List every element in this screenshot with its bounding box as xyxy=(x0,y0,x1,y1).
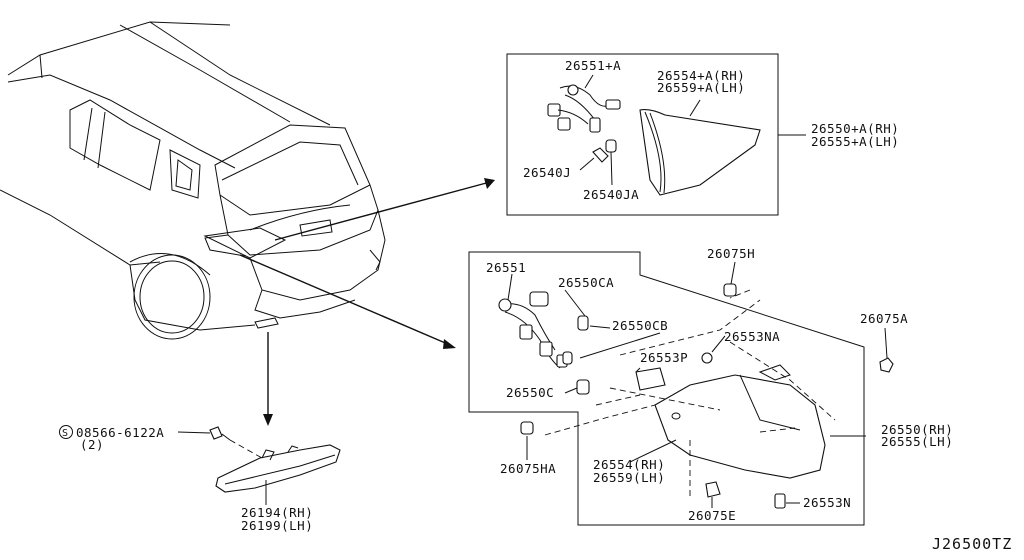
label-26559A-lh: 26559+A(LH) xyxy=(657,80,745,95)
bulb-icon xyxy=(562,351,573,365)
grommet-icon xyxy=(701,352,713,364)
label-26553P: 26553P xyxy=(640,350,688,365)
label-26540JA: 26540JA xyxy=(583,187,639,202)
bulb-icon xyxy=(576,379,590,395)
screw-prefix-mark: S xyxy=(62,428,69,439)
label-26551: 26551 xyxy=(486,260,526,275)
clip-icon xyxy=(520,421,534,435)
socket-harness-icon xyxy=(547,84,621,133)
label-26075E: 26075E xyxy=(688,508,736,523)
bulb-icon xyxy=(577,315,589,331)
clip-icon xyxy=(723,283,737,297)
s-mark-icon xyxy=(59,425,73,439)
reflector-icon xyxy=(215,444,341,493)
label-screw-08566-6122A: 08566-6122A xyxy=(76,425,164,440)
label-26553N: 26553N xyxy=(803,495,851,510)
label-26551A: 26551+A xyxy=(565,58,621,73)
label-26540J: 26540J xyxy=(523,165,571,180)
label-26199-lh: 26199(LH) xyxy=(241,518,313,533)
rear-reflector-group: S 08566-6122A (2) 26194(RH) 26199(LH) xyxy=(59,425,341,533)
label-26075A: 26075A xyxy=(860,311,908,326)
label-26550CB: 26550CB xyxy=(612,318,668,333)
socket-harness-icon xyxy=(498,291,568,369)
gasket-icon xyxy=(635,367,666,391)
label-26194-rh: 26194(RH) xyxy=(241,505,313,520)
screw-icon xyxy=(209,426,231,441)
label-26555A-lh: 26555+A(LH) xyxy=(811,134,899,149)
label-26075H: 26075H xyxy=(707,246,755,261)
nut-icon xyxy=(705,481,721,498)
label-26550-rh: 26550(RH) xyxy=(881,422,953,437)
label-26075HA: 26075HA xyxy=(500,461,556,476)
nut-icon xyxy=(879,357,894,373)
label-26554-rh: 26554(RH) xyxy=(593,457,665,472)
vehicle-illustration xyxy=(0,21,386,340)
diagram-code: J26500TZ xyxy=(932,535,1012,553)
label-26550C: 26550C xyxy=(506,385,554,400)
label-26553NA: 26553NA xyxy=(724,329,780,344)
clip-icon xyxy=(774,493,786,509)
rear-combination-lamp-group: 26551 26550CA 26550CB 26550C 26553P 2655… xyxy=(468,246,953,526)
label-26554A-rh: 26554+A(RH) xyxy=(657,68,745,83)
bulb-icon xyxy=(592,139,617,163)
label-26550A-rh: 26550+A(RH) xyxy=(811,121,899,136)
combination-lamp-icon xyxy=(654,364,826,479)
callout-arrows xyxy=(239,178,495,426)
tailgate-lamp-group: 26551+A 26554+A(RH) 26559+A(LH) 26550+A(… xyxy=(506,53,899,216)
label-26555-lh: 26555(LH) xyxy=(881,434,953,449)
label-26550CA: 26550CA xyxy=(558,275,614,290)
lamp-lens-icon xyxy=(639,109,761,196)
label-26559-lh: 26559(LH) xyxy=(593,470,665,485)
label-screw-qty: (2) xyxy=(80,437,104,452)
